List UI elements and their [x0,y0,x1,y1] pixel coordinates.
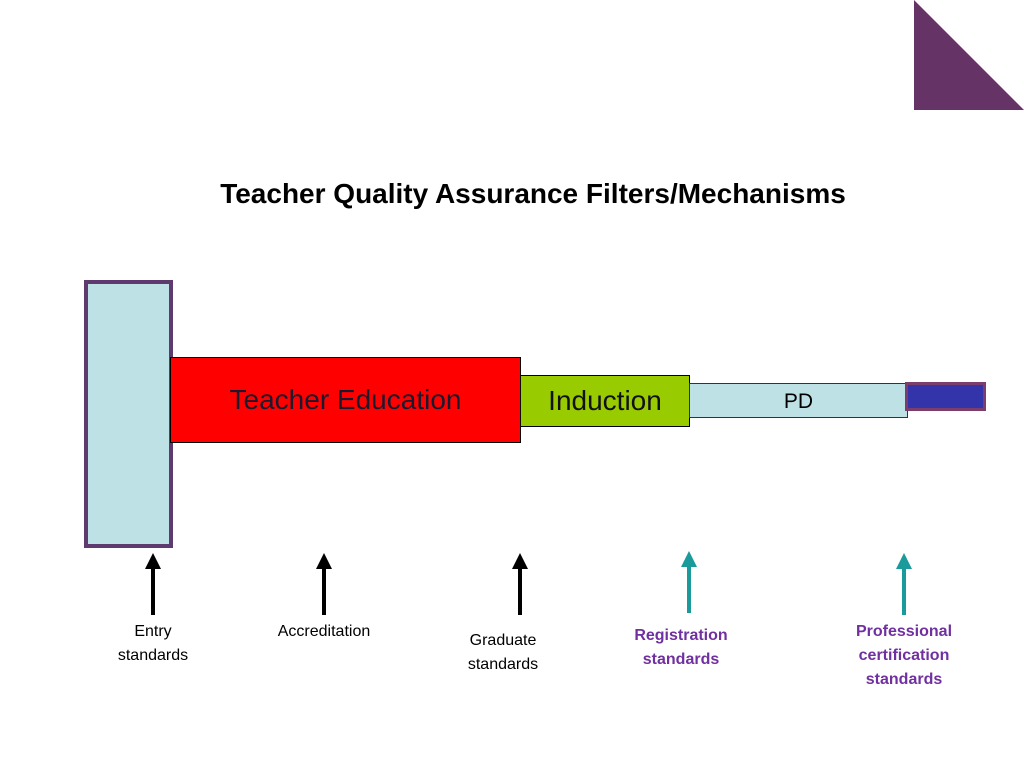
arrow-up-icon [145,553,161,615]
end-box [905,382,986,411]
induction-box: Induction [520,375,690,427]
entry-standards-label: Entry standards [117,623,189,664]
arrow-up-icon [512,553,528,615]
arrow-up-icon [896,553,912,615]
corner-triangle [914,0,1024,110]
accreditation-label: Accreditation [277,623,371,640]
arrow-up-icon [681,551,697,613]
graduate-standards-label: Graduate standards [467,632,539,673]
pd-box: PD [689,383,908,418]
page-title: Teacher Quality Assurance Filters/Mechan… [220,178,846,209]
induction-label: Induction [548,385,662,416]
arrow-up-icon [316,553,332,615]
registration-standards-label: Registration standards [634,627,728,668]
entry-filter-box [84,280,173,548]
teacher-education-box: Teacher Education [170,357,521,443]
professional-certification-standards-label: Professional certification standards [855,623,953,688]
teacher-education-label: Teacher Education [229,384,462,415]
pd-label: PD [783,390,814,413]
